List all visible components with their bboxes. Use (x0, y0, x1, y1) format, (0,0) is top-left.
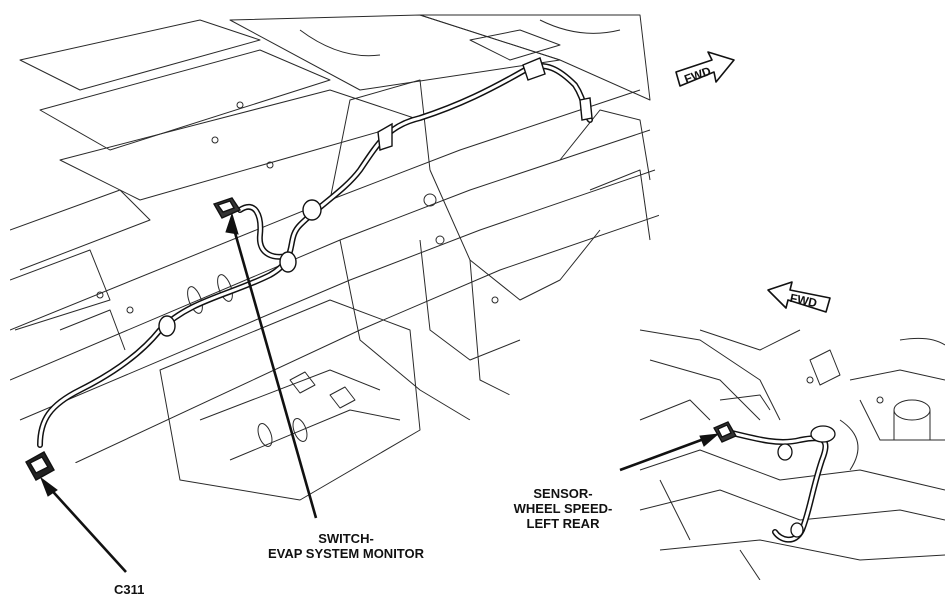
wheel-sensor-label-line3: LEFT REAR (526, 516, 600, 531)
evap-switch-connector (212, 197, 242, 219)
wheel-sensor-label-line1: SENSOR- (533, 486, 593, 501)
frame-illustration (10, 14, 660, 501)
leader-lines (39, 212, 720, 573)
wheel-speed-sensor-connector (713, 421, 737, 443)
inset-panel (633, 322, 945, 580)
wheel-sensor-label-line2: WHEEL SPEED- (513, 501, 613, 516)
wheel-sensor-callout: SENSOR- WHEEL SPEED- LEFT REAR (498, 486, 628, 531)
evap-switch-callout: SWITCH- EVAP SYSTEM MONITOR (246, 531, 446, 561)
harness-clips (158, 57, 593, 337)
wire-harness-main (37, 63, 593, 448)
fwd-arrow-main-label: FWD (682, 64, 713, 87)
fwd-arrow-inset-icon: FWD (767, 281, 831, 313)
fwd-arrow-main-icon: FWD (675, 51, 735, 87)
c311-callout: C311 (114, 582, 145, 597)
c311-connector (25, 451, 55, 481)
evap-switch-label-line1: SWITCH- (318, 531, 374, 546)
evap-switch-label-line2: EVAP SYSTEM MONITOR (267, 546, 425, 561)
fwd-arrow-inset-label: FWD (789, 291, 819, 310)
